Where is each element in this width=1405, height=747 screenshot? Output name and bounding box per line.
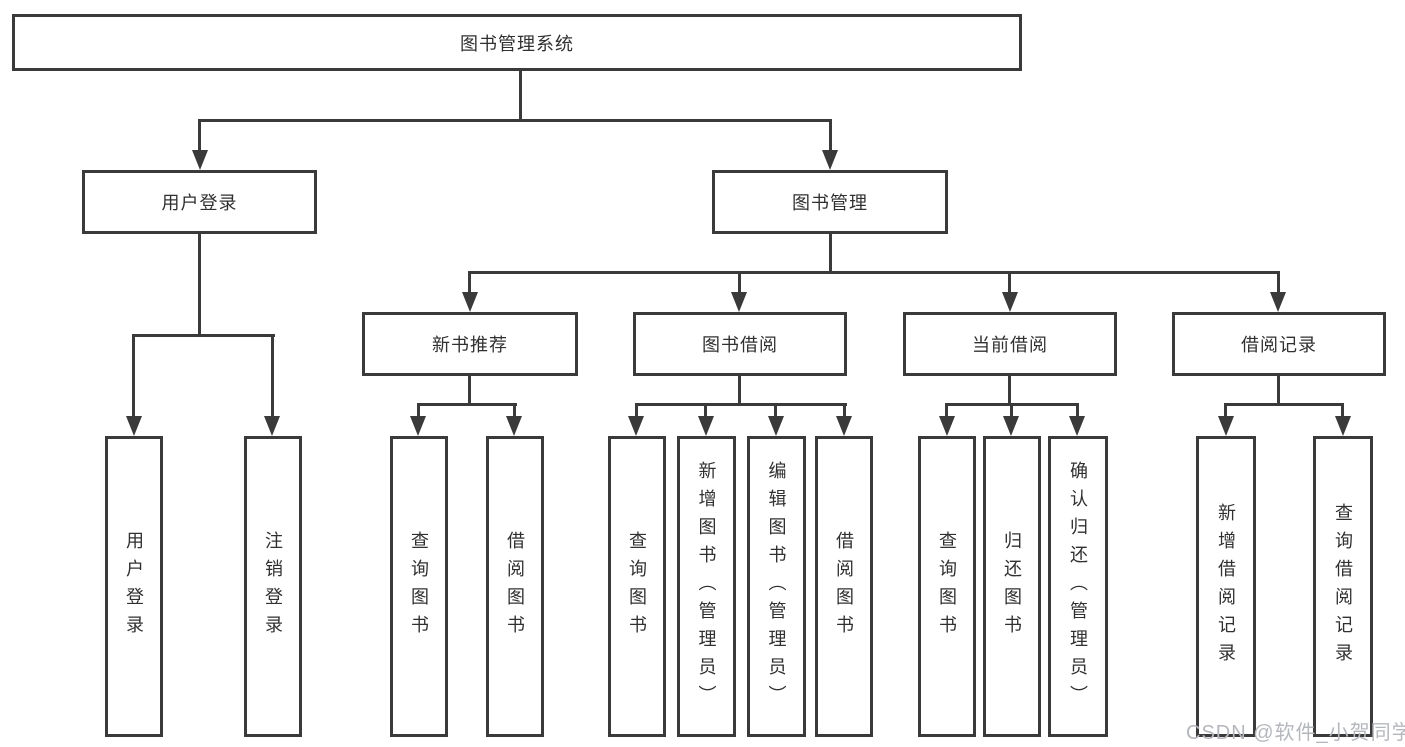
node-return-books-label: 归还图书 — [1002, 530, 1022, 643]
node-logout-action: 注销登录 — [244, 436, 302, 737]
node-confirm-return-admin: 确认归还（管理员） — [1048, 436, 1108, 737]
node-book-borrowing-label: 图书借阅 — [702, 335, 778, 355]
connector-line — [468, 373, 471, 406]
node-borrow-books-borrowing: 借阅图书 — [815, 436, 873, 737]
arrowhead-down-icon — [698, 416, 714, 436]
node-confirm-return-admin-label: 确认归还（管理员） — [1068, 460, 1088, 713]
node-query-books-current-label: 查询图书 — [937, 530, 957, 643]
connector-line — [468, 271, 1280, 274]
node-root-label: 图书管理系统 — [460, 33, 574, 54]
arrowhead-down-icon — [1270, 292, 1286, 312]
connector-line — [843, 403, 846, 418]
node-query-books-current: 查询图书 — [918, 436, 976, 737]
connector-line — [1224, 403, 1344, 406]
node-current-borrowing: 当前借阅 — [903, 312, 1117, 376]
node-borrowing-records-label: 借阅记录 — [1241, 335, 1317, 355]
arrowhead-down-icon — [126, 416, 142, 436]
connector-line — [198, 119, 832, 122]
node-query-books-recommend-label: 查询图书 — [409, 530, 429, 643]
node-query-books-borrowing-label: 查询图书 — [627, 530, 647, 643]
node-query-books-recommend: 查询图书 — [390, 436, 448, 737]
node-borrow-books-recommend-label: 借阅图书 — [505, 530, 525, 643]
node-user-login-label: 用户登录 — [161, 193, 238, 213]
node-logout-action-label: 注销登录 — [263, 530, 283, 643]
connector-line — [271, 334, 274, 418]
arrowhead-down-icon — [628, 416, 644, 436]
node-return-books: 归还图书 — [983, 436, 1041, 737]
connector-line — [198, 119, 201, 150]
arrowhead-down-icon — [462, 292, 478, 312]
arrowhead-down-icon — [1069, 416, 1085, 436]
arrowhead-down-icon — [506, 416, 522, 436]
connector-line — [1277, 373, 1280, 406]
connector-line — [1224, 403, 1227, 418]
node-new-book-recommend: 新书推荐 — [362, 312, 578, 376]
node-book-management: 图书管理 — [712, 170, 948, 234]
connector-line — [774, 403, 777, 418]
arrowhead-down-icon — [1335, 416, 1351, 436]
connector-line — [635, 403, 847, 406]
node-book-management-label: 图书管理 — [792, 193, 868, 213]
arrowhead-down-icon — [1218, 416, 1234, 436]
node-new-book-recommend-label: 新书推荐 — [432, 335, 508, 355]
connector-line — [1076, 403, 1079, 418]
connector-line — [1341, 403, 1344, 418]
connector-line — [1277, 271, 1280, 294]
connector-line — [468, 271, 471, 294]
node-user-login-action: 用户登录 — [105, 436, 163, 737]
connector-line — [132, 334, 135, 418]
node-add-books-admin: 新增图书（管理员） — [677, 436, 736, 737]
connector-line — [945, 403, 948, 418]
connector-line — [1010, 403, 1013, 418]
connector-line — [829, 119, 832, 150]
connector-line — [635, 403, 638, 418]
node-user-login-action-label: 用户登录 — [124, 530, 144, 643]
node-current-borrowing-label: 当前借阅 — [972, 335, 1048, 355]
connector-line — [132, 334, 275, 337]
arrowhead-down-icon — [768, 416, 784, 436]
node-query-borrow-record: 查询借阅记录 — [1313, 436, 1373, 737]
node-user-login: 用户登录 — [82, 170, 317, 234]
connector-line — [198, 231, 201, 336]
node-book-borrowing: 图书借阅 — [633, 312, 847, 376]
connector-line — [704, 403, 707, 418]
node-add-borrow-record: 新增借阅记录 — [1196, 436, 1256, 737]
node-borrowing-records: 借阅记录 — [1172, 312, 1386, 376]
arrowhead-down-icon — [822, 150, 838, 170]
node-root: 图书管理系统 — [12, 14, 1022, 71]
node-edit-books-admin-label: 编辑图书（管理员） — [766, 460, 787, 713]
arrowhead-down-icon — [1003, 416, 1019, 436]
connector-line — [513, 403, 516, 418]
arrowhead-down-icon — [939, 416, 955, 436]
node-edit-books-admin: 编辑图书（管理员） — [747, 436, 806, 737]
connector-line — [417, 403, 517, 406]
connector-line — [417, 403, 420, 418]
connector-line — [1008, 271, 1011, 294]
node-query-borrow-record-label: 查询借阅记录 — [1333, 502, 1353, 671]
node-add-books-admin-label: 新增图书（管理员） — [696, 460, 717, 713]
arrowhead-down-icon — [836, 416, 852, 436]
arrowhead-down-icon — [192, 150, 208, 170]
connector-line — [738, 271, 741, 294]
arrowhead-down-icon — [264, 416, 280, 436]
connector-line — [1008, 373, 1011, 406]
node-query-books-borrowing: 查询图书 — [608, 436, 666, 737]
node-borrow-books-recommend: 借阅图书 — [486, 436, 544, 737]
connector-line — [519, 68, 522, 121]
connector-line — [738, 373, 741, 406]
watermark-text: CSDN @软件_小贺同学 — [1186, 722, 1405, 744]
arrowhead-down-icon — [731, 292, 747, 312]
connector-line — [829, 231, 832, 274]
node-add-borrow-record-label: 新增借阅记录 — [1216, 502, 1236, 671]
node-borrow-books-borrowing-label: 借阅图书 — [834, 530, 854, 643]
arrowhead-down-icon — [1002, 292, 1018, 312]
arrowhead-down-icon — [410, 416, 426, 436]
